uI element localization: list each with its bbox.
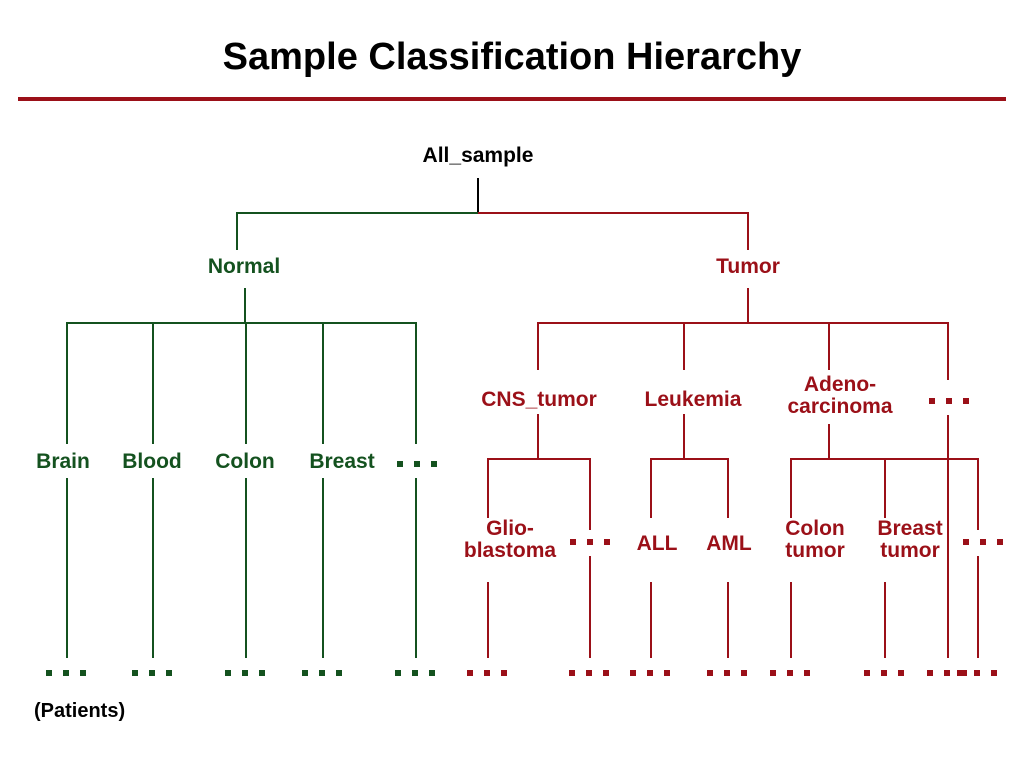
connector-leukemia-to-all (650, 458, 652, 518)
ellipsis-adeno-more (963, 539, 1003, 545)
connector-tumor-to-leukemia (683, 322, 685, 370)
connector-adeno-to-colontumor (790, 458, 792, 518)
node-blood[interactable]: Blood (122, 450, 182, 473)
connector-cns-to-more (589, 458, 591, 530)
connector-adeno-stem (828, 424, 830, 459)
connector-brain-patients (66, 478, 68, 658)
connector-root-to-tumor (478, 212, 749, 214)
connector-tumormore-patients (947, 415, 949, 658)
ellipsis-patients-blood (132, 670, 172, 676)
connector-normal-children-bar (66, 322, 416, 324)
node-breast[interactable]: Breast (309, 450, 375, 473)
connector-all-patients (650, 582, 652, 658)
ellipsis-cns-more (570, 539, 610, 545)
connector-normal-stem (244, 288, 246, 323)
node-tumor[interactable]: Tumor (716, 255, 780, 278)
node-all-sample[interactable]: All_sample (422, 144, 534, 167)
connector-normal-to-more (415, 322, 417, 444)
ellipsis-patients-colon (225, 670, 265, 676)
connector-root-to-normal (236, 212, 479, 214)
connector-normal-to-blood (152, 322, 154, 444)
node-glioblastoma[interactable]: Glio- blastoma (445, 517, 575, 563)
connector-cnsmore-patients (589, 556, 591, 658)
connector-cns-to-glioblastoma (487, 458, 489, 518)
title-divider (18, 97, 1006, 101)
node-colon[interactable]: Colon (215, 450, 275, 473)
connector-normal-drop (236, 212, 238, 250)
ellipsis-normal-more (397, 461, 437, 467)
connector-colontumor-patients (790, 582, 792, 658)
node-brain[interactable]: Brain (36, 450, 90, 473)
connector-glioblastoma-patients (487, 582, 489, 658)
ellipsis-tumor-more (929, 398, 969, 404)
connector-tumor-to-cns (537, 322, 539, 370)
connector-breast-patients (322, 478, 324, 658)
ellipsis-patients-cnsmore (569, 670, 609, 676)
ellipsis-patients-all (630, 670, 670, 676)
connector-normal-to-breast (322, 322, 324, 444)
ellipsis-patients-normalmore (395, 670, 435, 676)
connector-blood-patients (152, 478, 154, 658)
node-leukemia[interactable]: Leukemia (644, 388, 742, 411)
ellipsis-patients-glioblastoma (467, 670, 507, 676)
ellipsis-patients-breast (302, 670, 342, 676)
node-breast-tumor-line1: Breast (877, 517, 943, 540)
node-glioblastoma-line2: blastoma (463, 539, 557, 563)
connector-tumor-to-adeno (828, 322, 830, 370)
connector-tumor-stem (747, 288, 749, 323)
node-adenocarcinoma-line2: carcinoma (787, 395, 893, 419)
node-cns-tumor[interactable]: CNS_tumor (481, 388, 597, 411)
connector-leukemia-children-bar (650, 458, 729, 460)
node-colon-tumor[interactable]: Colon tumor (760, 517, 870, 563)
connector-cns-children-bar (487, 458, 591, 460)
connector-breasttumor-patients (884, 582, 886, 658)
node-adenocarcinoma-line1: Adeno- (803, 373, 877, 396)
ellipsis-patients-tumormore (927, 670, 967, 676)
page-title: Sample Classification Hierarchy (222, 36, 802, 78)
patients-caption: (Patients) (34, 700, 126, 722)
node-all[interactable]: ALL (636, 532, 678, 555)
connector-tumor-drop (747, 212, 749, 250)
connector-adeno-to-more (977, 458, 979, 530)
node-normal[interactable]: Normal (207, 255, 281, 278)
node-breast-tumor-line2: tumor (880, 539, 940, 563)
ellipsis-patients-breasttumor (864, 670, 904, 676)
connector-root-stem (477, 178, 479, 214)
connector-normal-to-colon (245, 322, 247, 444)
ellipsis-patients-brain (46, 670, 86, 676)
connector-leukemia-to-aml (727, 458, 729, 518)
node-aml[interactable]: AML (706, 532, 752, 555)
node-colon-tumor-line2: tumor (785, 539, 845, 563)
node-colon-tumor-line1: Colon (785, 517, 845, 540)
node-glioblastoma-line1: Glio- (486, 517, 534, 540)
connector-tumor-children-bar (537, 322, 949, 324)
node-breast-tumor[interactable]: Breast tumor (853, 517, 968, 563)
node-adenocarcinoma[interactable]: Adeno- carcinoma (770, 373, 910, 419)
connector-tumor-to-more (947, 322, 949, 380)
ellipsis-patients-colontumor (770, 670, 810, 676)
ellipsis-patients-adenomore (957, 670, 997, 676)
connector-leukemia-stem (683, 414, 685, 459)
ellipsis-patients-aml (707, 670, 747, 676)
connector-adeno-to-breasttumor (884, 458, 886, 518)
connector-cns-stem (537, 414, 539, 459)
connector-adenomore-patients (977, 556, 979, 658)
connector-normal-to-brain (66, 322, 68, 444)
connector-normalmore-patients (415, 478, 417, 658)
connector-aml-patients (727, 582, 729, 658)
connector-colon-patients (245, 478, 247, 658)
